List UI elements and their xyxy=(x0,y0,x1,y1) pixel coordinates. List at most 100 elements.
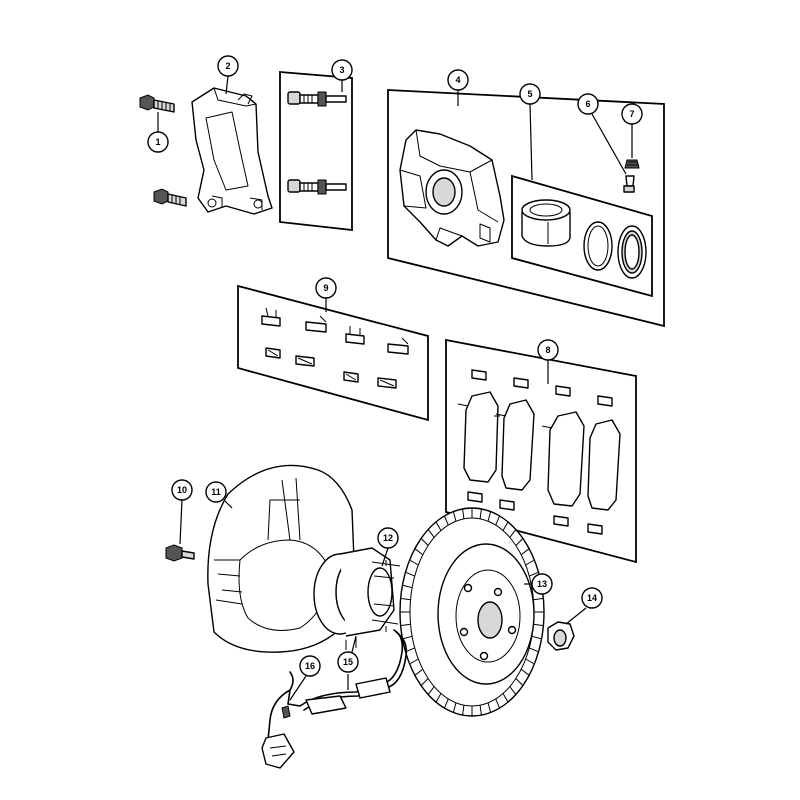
rotor-vent-tick xyxy=(462,508,465,519)
callout-label-14: 14 xyxy=(587,593,597,603)
dust-boot xyxy=(617,225,647,279)
rotor-vent-tick xyxy=(402,635,413,640)
callout-label-12: 12 xyxy=(383,533,393,543)
rotor-vent-tick xyxy=(502,521,509,531)
callout-7: 7 xyxy=(621,103,643,125)
callout-label-3: 3 xyxy=(339,65,344,75)
guide-pin-upper xyxy=(287,91,347,107)
callout-label-5: 5 xyxy=(527,89,532,99)
rotor-vent-tick xyxy=(529,647,539,653)
rotor-vent-tick xyxy=(487,702,492,713)
rotor-vent-tick xyxy=(520,668,530,676)
callout-label-10: 10 xyxy=(177,485,187,495)
pad-right-pair xyxy=(541,411,621,511)
callout-14: 14 xyxy=(581,587,603,609)
callout-9: 9 xyxy=(315,277,337,299)
rotor-vent-tick xyxy=(515,678,524,686)
callout-6: 6 xyxy=(577,93,599,115)
rotor-vent-tick xyxy=(414,668,424,676)
part-caliper-bolts xyxy=(139,94,187,207)
clip-set-row2 xyxy=(265,347,397,389)
rotor-vent-tick xyxy=(452,702,457,713)
callout-4: 4 xyxy=(447,69,469,91)
callout-5: 5 xyxy=(519,83,541,105)
rotor-vent-tick xyxy=(420,538,429,546)
rotor-vents xyxy=(400,508,544,716)
part-hub-nut xyxy=(547,607,587,651)
rotor-vent-tick xyxy=(443,515,449,526)
callout-label-4: 4 xyxy=(455,75,460,85)
part-wheel-speed-sensor xyxy=(261,629,408,769)
part-bleeder-cap xyxy=(624,124,640,169)
callout-15: 15 xyxy=(337,651,359,673)
callout-label-13: 13 xyxy=(537,579,547,589)
rotor-vent-tick xyxy=(520,548,530,556)
pad-left-pair xyxy=(457,391,535,491)
rotor-vent-tick xyxy=(435,521,442,531)
callout-13: 13 xyxy=(531,573,553,595)
part-brake-rotor xyxy=(399,507,545,717)
rotor-vent-tick xyxy=(525,658,535,665)
part-caliper-assembly xyxy=(387,89,665,328)
part-anti-rattle-clips xyxy=(237,284,429,422)
callout-label-11: 11 xyxy=(211,487,221,497)
rotor-vent-tick xyxy=(435,693,442,703)
part-piston-seal-kit xyxy=(511,103,653,298)
rotor-vent-tick xyxy=(452,511,457,522)
bolt-lower xyxy=(153,188,187,207)
rotor-vent-tick xyxy=(462,705,465,716)
rotor-vent-tick xyxy=(502,693,509,703)
pad-clips-top xyxy=(471,369,613,407)
rotor-vent-tick xyxy=(495,698,501,709)
rotor-vent-tick xyxy=(427,529,435,538)
rotor-vent-tick xyxy=(525,559,535,566)
piston-seal xyxy=(583,221,613,271)
rotor-vent-tick xyxy=(443,698,449,709)
rotor-vent-tick xyxy=(479,705,482,716)
callout-label-8: 8 xyxy=(545,345,550,355)
callout-label-7: 7 xyxy=(629,109,634,119)
part-guide-pins xyxy=(279,71,353,232)
callout-10: 10 xyxy=(171,479,193,501)
callout-label-9: 9 xyxy=(323,283,328,293)
callout-16: 16 xyxy=(299,655,321,677)
callout-label-1: 1 xyxy=(155,137,160,147)
rotor-vent-tick xyxy=(420,678,429,686)
rotor-vent-tick xyxy=(509,529,517,538)
rotor-vent-tick xyxy=(533,597,544,601)
part-wheel-studs xyxy=(345,635,357,690)
callout-label-16: 16 xyxy=(305,661,315,671)
pad-clips-bottom xyxy=(467,491,603,535)
rotor-vent-tick xyxy=(487,511,492,522)
rotor-vent-tick xyxy=(414,548,424,556)
rotor-vent-tick xyxy=(531,635,542,640)
part-brake-pads xyxy=(445,338,637,564)
rotor-vent-tick xyxy=(515,538,524,546)
callout-12: 12 xyxy=(377,527,399,549)
rotor-vent-tick xyxy=(409,658,419,665)
callout-label-15: 15 xyxy=(343,657,353,667)
callout-11: 11 xyxy=(205,481,227,503)
rotor-vent-tick xyxy=(427,686,435,695)
rotor-vent-tick xyxy=(479,508,482,519)
clip-set-row1 xyxy=(261,307,409,355)
caliper-body xyxy=(399,129,505,247)
part-caliper-adapter xyxy=(191,75,273,215)
part-splash-shield-bolt xyxy=(165,499,195,562)
rotor-vent-tick xyxy=(529,571,539,577)
callout-1: 1 xyxy=(147,131,169,153)
rotor-vent-tick xyxy=(402,584,413,589)
callout-label-6: 6 xyxy=(585,99,590,109)
rotor-vent-tick xyxy=(400,623,411,627)
guide-pin-lower xyxy=(287,179,347,195)
callout-2: 2 xyxy=(217,55,239,77)
callout-8: 8 xyxy=(537,339,559,361)
rotor-vent-tick xyxy=(495,515,501,526)
piston xyxy=(521,199,571,247)
rotor-vent-tick xyxy=(509,686,517,695)
rotor-vent-tick xyxy=(533,623,544,627)
bolt-upper xyxy=(139,94,175,113)
part-hub-bearing xyxy=(313,547,401,637)
